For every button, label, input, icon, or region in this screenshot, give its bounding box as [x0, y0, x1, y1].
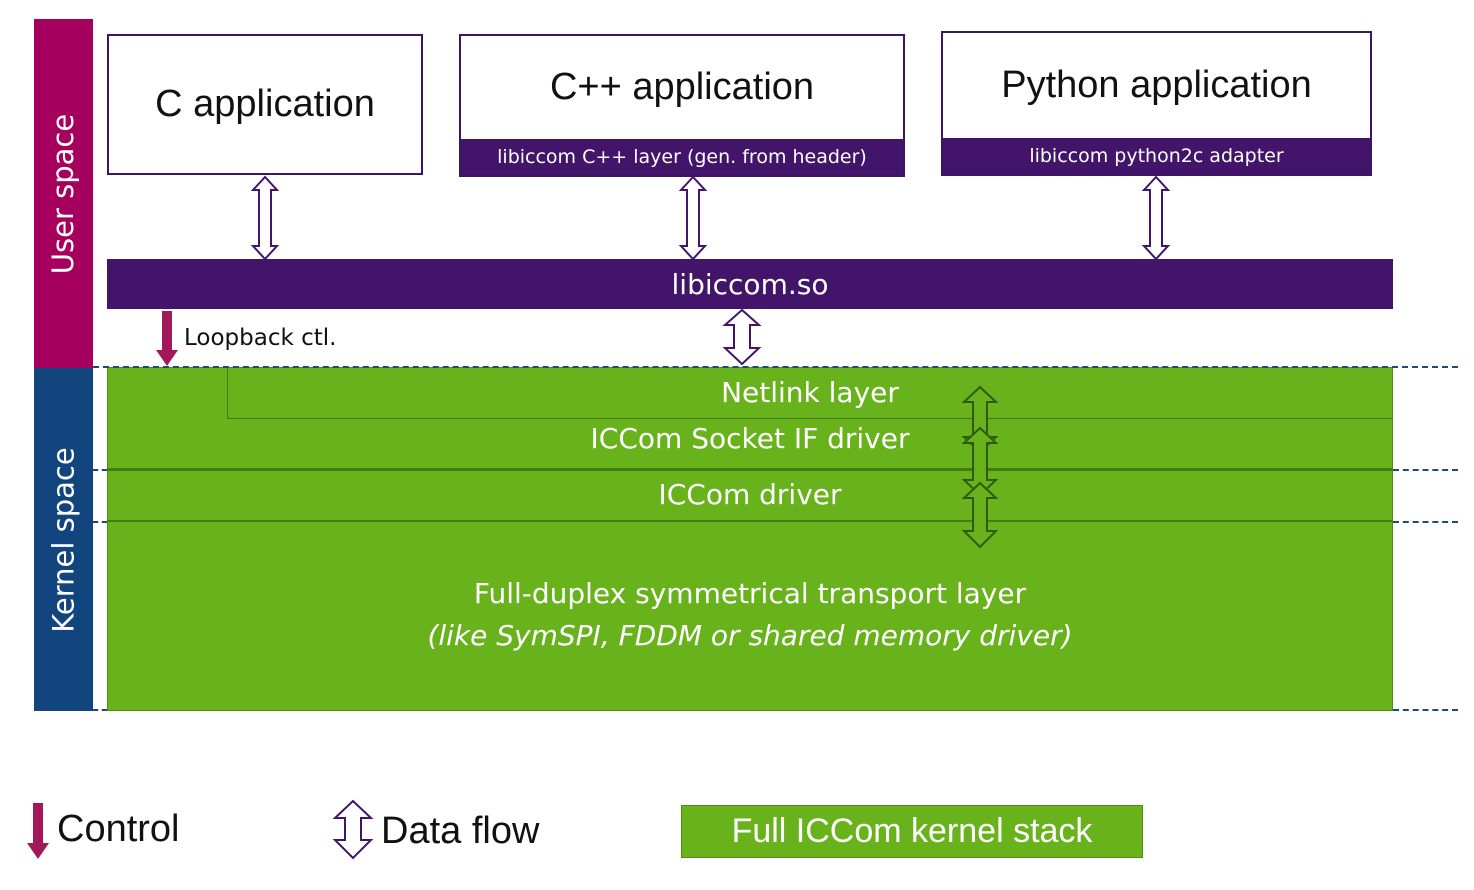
boundary-line-bottom: [1393, 709, 1458, 711]
transport-layer-label: Full-duplex symmetrical transport layer: [473, 577, 1027, 610]
legend-kernel-stack-label: Full ICCom kernel stack: [731, 812, 1093, 850]
c-application-box: C application: [107, 34, 423, 175]
python-application-box: Python application libiccom python2c ada…: [941, 31, 1372, 176]
layer-separator: [107, 520, 1393, 522]
boundary-line-bottom: [93, 709, 107, 711]
control-arrow-icon: [27, 803, 49, 859]
cpp-application-box: C++ application libiccom C++ layer (gen.…: [459, 34, 905, 177]
boundary-line-left: [93, 469, 107, 471]
cpp-application-title: C++ application: [549, 66, 815, 108]
user-kernel-boundary-line: [93, 366, 1458, 368]
layer-separator: [107, 468, 1393, 471]
c-application-title: C application: [155, 83, 375, 125]
kernel-space-band: Kernel space: [34, 368, 93, 711]
loopback-label: Loopback ctl.: [184, 325, 337, 351]
python-application-title: Python application: [1001, 64, 1312, 106]
iccom-driver-label: ICCom driver: [658, 478, 842, 511]
user-space-band: User space: [34, 19, 93, 368]
data-flow-arrow-icon: [332, 799, 374, 860]
data-flow-arrow-c: [250, 175, 280, 261]
data-flow-arrow-python: [1141, 175, 1171, 261]
boundary-line-right: [1393, 469, 1458, 471]
cpp-adapter-layer: libiccom C++ layer (gen. from header): [461, 139, 903, 175]
netlink-layer-label: Netlink layer: [721, 376, 899, 409]
transport-layer-note: (like SymSPI, FDDM or shared memory driv…: [427, 619, 1073, 652]
socket-if-driver-label: ICCom Socket IF driver: [590, 422, 910, 455]
data-flow-arrow-cpp: [678, 175, 708, 261]
python-adapter-layer: libiccom python2c adapter: [943, 138, 1370, 174]
legend-kernel-stack-swatch: Full ICCom kernel stack: [681, 805, 1143, 858]
data-flow-arrow-lib-kernel: [722, 308, 762, 366]
legend-control-label: Control: [57, 808, 180, 850]
libiccom-bar: libiccom.so: [107, 259, 1393, 309]
legend-data-flow-label: Data flow: [381, 810, 540, 852]
data-flow-arrow-driver-transport: [961, 481, 999, 549]
boundary-line-left: [93, 521, 107, 523]
netlink-layer-box: [227, 367, 1393, 419]
kernel-stack: [107, 367, 1393, 711]
boundary-line-right: [1393, 521, 1458, 523]
loopback-control-arrow: [156, 311, 178, 366]
